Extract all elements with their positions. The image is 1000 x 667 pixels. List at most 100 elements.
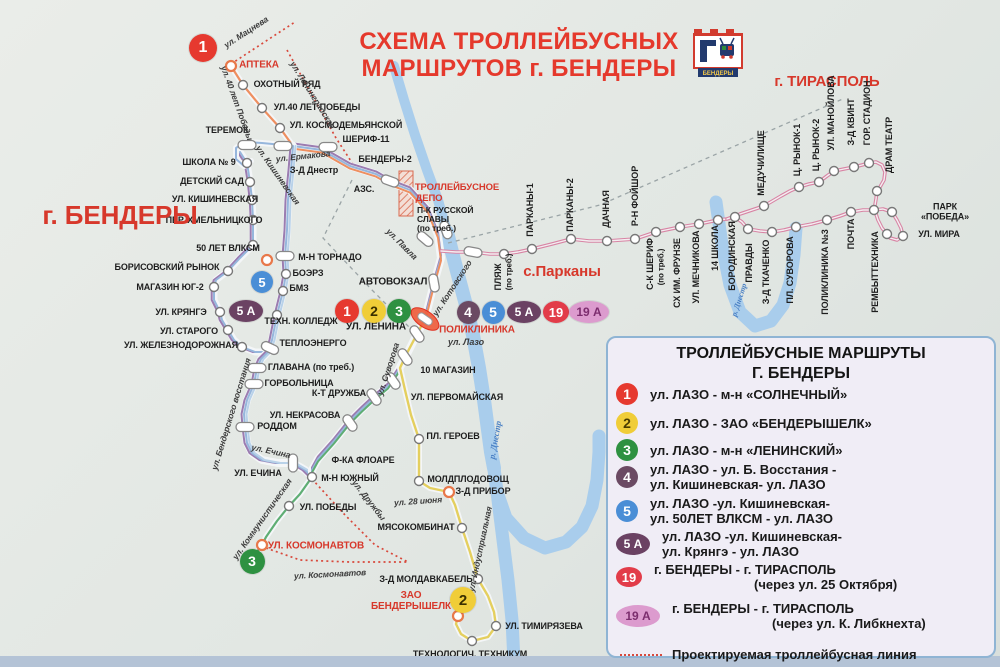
map-label: УЛ. ЛЕНИНА	[346, 321, 406, 333]
map-label: УЛ. МИРА	[918, 229, 960, 240]
map-label: ПОЛИКЛИНИКА №3	[820, 229, 831, 315]
map-stop	[456, 522, 468, 534]
map-stop	[498, 248, 510, 260]
map-label: Р-Н ФОЙШОР	[630, 165, 641, 227]
road	[447, 97, 846, 244]
map-label: МОЛДПЛОДОВОЩ	[427, 474, 509, 485]
map-stop	[274, 122, 286, 134]
map-stop	[256, 102, 268, 114]
map-label: УЛ. МАНОЙЛОВА	[826, 75, 837, 151]
map-label: г. ТИРАСПОЛЬ	[774, 72, 880, 90]
map-label: (по треб.)	[504, 253, 514, 291]
map-stop-pill	[416, 230, 434, 248]
map-stop-pill	[366, 388, 382, 406]
map-stop	[247, 239, 259, 251]
map-label: ТЕПЛОЭНЕРГО	[279, 338, 347, 349]
map-stop	[277, 285, 289, 297]
map-stop-pill	[273, 140, 293, 152]
map-label: УЛ. ТИМИРЯЗЕВА	[505, 621, 583, 632]
map-label: ПАРКАНЫ-1	[525, 183, 536, 237]
legend-projected-row: Проектируемая троллейбусная линия	[620, 647, 917, 662]
map-stop-pill	[237, 139, 257, 151]
map-stop-pill	[385, 372, 401, 390]
street-label: ул. 28 июня	[393, 494, 443, 508]
map-stop	[413, 475, 425, 487]
map-stop	[729, 211, 741, 223]
map-stop-pill	[260, 340, 280, 356]
map-label: МЯСОКОМБИНАТ	[377, 522, 455, 533]
legend-route-badge: 5 А	[616, 533, 650, 555]
map-label: ДЕТСКИЙ САД	[180, 176, 244, 187]
legend-title-line2: Г. БЕНДЕРЫ	[751, 365, 851, 382]
map-stop-pill	[397, 348, 413, 366]
map-label: З-Д ПРИБОР	[455, 486, 511, 497]
map-stop	[244, 176, 256, 188]
map-label: РЕМБЫТТЕХНИКА	[870, 231, 881, 313]
map-label: ПЛ. СУВОРОВА	[785, 236, 796, 304]
route-badge-19: 19	[543, 301, 569, 323]
map-label: ШЕРИФ-11	[342, 134, 390, 145]
map-stop	[565, 233, 577, 245]
river-dniester	[389, 61, 452, 237]
map-label: (по треб.)	[656, 248, 666, 286]
street-label: ул. Индустриальная	[466, 505, 494, 593]
street-label: ул. Суворова	[374, 341, 402, 397]
map-label: ДЕПО	[415, 192, 443, 204]
legend-route-text: ул. ЛАЗО - м-н «ЛЕНИНСКИЙ»	[650, 443, 842, 458]
page-title-line1: СХЕМА ТРОЛЛЕЙБУСНЫХ	[359, 28, 679, 55]
map-label: ЗАО БЕНДЕРЫШЕЛК	[370, 590, 452, 612]
legend-route-text-line: ул. ЛАЗО - м-н «ЛЕНИНСКИЙ»	[650, 442, 843, 458]
map-stop	[413, 433, 425, 445]
map-label: УЛ. КОСМОДЕМЬЯНСКОЙ	[289, 120, 403, 131]
map-stop-pill	[428, 273, 440, 293]
projected-trolleybus-line	[311, 478, 409, 563]
map-stop	[863, 157, 875, 169]
legend-route-badge: 19 А	[616, 605, 660, 627]
map-stop-pill	[287, 453, 299, 473]
projected-line-sample	[620, 653, 662, 656]
map-label: АПТЕКА	[239, 59, 279, 71]
legend-route-text-line: (через ул. 25 Октября)	[754, 577, 898, 592]
map-label: ГОРБОЛЬНИЦА	[264, 378, 334, 389]
legend-route-text: ул. ЛАЗО -ул. Кишиневская-ул. Крянгэ - у…	[662, 529, 842, 559]
map-label: З-Д МОЛДАВКАБЕЛЬ	[379, 574, 473, 585]
legend-route-text: ул. ЛАЗО - ул. Б. Восстания -ул. Кишинев…	[650, 462, 836, 492]
legend-projected-label: Проектируемая троллейбусная линия	[672, 647, 917, 662]
map-label: ГЛАВАНА (по треб.)	[267, 362, 355, 373]
map-stop-pill	[235, 421, 255, 433]
map-stop-pill	[318, 141, 338, 153]
map-label: Ц. РЫНОК-2	[811, 118, 822, 172]
map-terminal-stop	[255, 538, 269, 552]
map-stop	[472, 573, 484, 585]
map-stop	[601, 235, 613, 247]
legend-route-text: ул. ЛАЗО - ЗАО «БЕНДЕРЫШЕЛК»	[650, 416, 872, 431]
map-label: З-Д Днестр	[289, 165, 339, 176]
map-stop	[222, 324, 234, 336]
map-stop	[712, 214, 724, 226]
map-stop	[222, 265, 234, 277]
map-stop	[758, 200, 770, 212]
map-label: ШКОЛА № 9	[182, 157, 236, 168]
map-stop	[246, 194, 258, 206]
map-label: УЛ.40 ЛЕТ ПОБЕДЫ	[273, 102, 361, 113]
route-badge-2: 2	[450, 587, 476, 613]
route-badge-19А: 19 А	[569, 301, 609, 323]
route-badge-1: 1	[335, 299, 359, 323]
map-stop	[848, 161, 860, 173]
map-label: ДРАМ ТЕАТР	[884, 116, 895, 174]
map-label: АВТОВОКЗАЛ	[358, 276, 428, 288]
map-label: ПАРК «ПОБЕДА»	[920, 201, 970, 221]
map-label: МАГАЗИН ЮГ-2	[136, 282, 204, 293]
map-stop	[236, 341, 248, 353]
map-label: СХ ИМ. ФРУНЗЕ	[672, 238, 683, 308]
map-label: С-К ШЕРИФ	[645, 238, 656, 290]
map-stop-pill	[463, 246, 483, 258]
map-stop-pill	[275, 250, 295, 262]
